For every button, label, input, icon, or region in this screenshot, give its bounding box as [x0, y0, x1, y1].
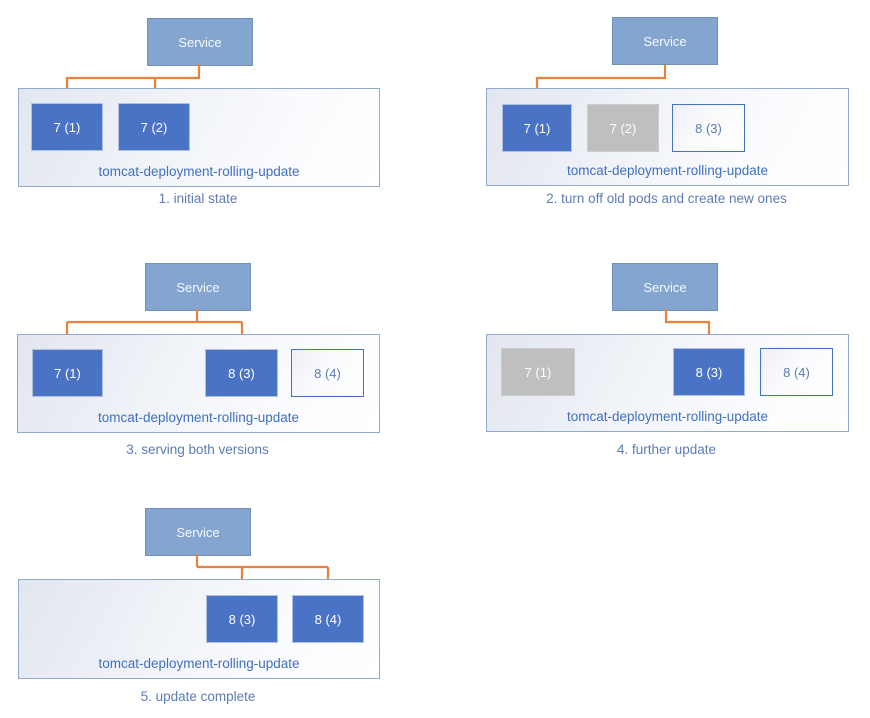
service-label: Service: [643, 279, 687, 295]
service-box: Service: [145, 508, 251, 556]
deployment-name-label: tomcat-deployment-rolling-update: [566, 163, 769, 178]
step-caption: 3. serving both versions: [126, 442, 269, 457]
service-label: Service: [176, 524, 220, 540]
panel-step-4: Service tomcat-deployment-rolling-update…: [435, 243, 870, 473]
panel-step-1: Service tomcat-deployment-rolling-update…: [0, 0, 435, 225]
pod-8-3: 8 (3): [672, 104, 745, 152]
service-label: Service: [176, 279, 220, 295]
service-box: Service: [145, 263, 251, 311]
step-caption: 4. further update: [616, 442, 717, 457]
deployment-name-label: tomcat-deployment-rolling-update: [97, 410, 300, 425]
service-label: Service: [643, 33, 687, 49]
pod-8-3: 8 (3): [206, 595, 278, 643]
deployment-name-label: tomcat-deployment-rolling-update: [566, 409, 769, 424]
pod-7-2: 7 (2): [587, 104, 659, 152]
pod-7-1: 7 (1): [501, 348, 575, 396]
pod-8-3: 8 (3): [673, 348, 745, 396]
service-label: Service: [178, 34, 222, 50]
step-caption: 1. initial state: [158, 191, 238, 206]
service-box: Service: [147, 18, 253, 66]
panel-step-3: Service tomcat-deployment-rolling-update…: [0, 243, 435, 473]
pod-7-2: 7 (2): [118, 103, 190, 151]
pod-7-1: 7 (1): [502, 104, 572, 152]
pod-8-4: 8 (4): [760, 348, 833, 396]
service-box: Service: [612, 17, 718, 65]
pod-8-3: 8 (3): [205, 349, 278, 397]
panel-step-5: Service tomcat-deployment-rolling-update…: [0, 480, 435, 718]
panel-step-2: Service tomcat-deployment-rolling-update…: [435, 0, 870, 225]
deployment-name-label: tomcat-deployment-rolling-update: [98, 656, 300, 671]
service-box: Service: [612, 263, 718, 311]
pod-7-1: 7 (1): [32, 349, 103, 397]
pod-7-1: 7 (1): [31, 103, 103, 151]
pod-8-4: 8 (4): [291, 349, 364, 397]
step-caption: 2. turn off old pods and create new ones: [546, 191, 787, 206]
pod-8-4: 8 (4): [292, 595, 364, 643]
deployment-name-label: tomcat-deployment-rolling-update: [98, 164, 300, 179]
step-caption: 5. update complete: [140, 689, 256, 704]
